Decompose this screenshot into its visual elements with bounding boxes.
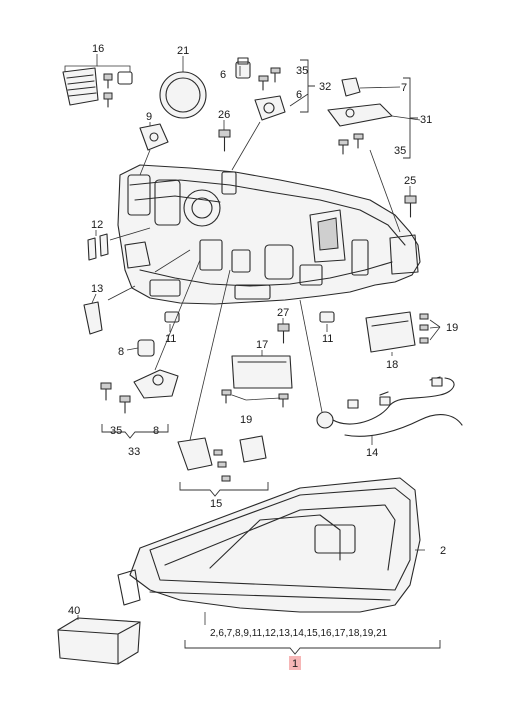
callout-8-bottom: 8	[153, 425, 159, 437]
callout-2: 2	[440, 545, 446, 557]
headlight-housing	[117, 164, 421, 305]
leader-lines	[64, 54, 441, 625]
callout-11-left: 11	[165, 333, 176, 345]
callout-19-center: 19	[240, 414, 252, 426]
callout-35-top: 35	[296, 65, 308, 77]
callout-35-right: 35	[394, 145, 406, 157]
braces	[101, 59, 441, 655]
part-17-control-module	[221, 355, 293, 408]
callout-12: 12	[91, 219, 103, 231]
callout-32: 32	[319, 81, 331, 93]
part-6-holder-top	[235, 57, 286, 121]
callout-16: 16	[92, 43, 104, 55]
callout-40: 40	[68, 605, 80, 617]
callout-17: 17	[256, 339, 268, 351]
part-27-screw	[277, 323, 290, 344]
part-18-control-module	[365, 311, 429, 353]
part-7-31-bracket	[327, 77, 393, 155]
callout-6-top: 6	[220, 69, 226, 81]
part-16-cover	[62, 67, 133, 108]
part-8-bracket-assy	[100, 339, 179, 414]
callout-11-right: 11	[322, 333, 333, 345]
callout-labels: 16 21 6 35 32 6 7 31 35 9 26 25 12 13 11…	[68, 43, 458, 670]
callout-7: 7	[401, 82, 407, 94]
callout-1-highlight	[289, 656, 301, 670]
callout-21: 21	[177, 45, 189, 57]
part-21-cap	[159, 71, 207, 119]
part-14-wiring-harness	[316, 376, 463, 437]
part-2-headlight-assembly	[117, 477, 421, 613]
part-25-screw	[404, 195, 417, 218]
callout-14: 14	[366, 447, 378, 459]
part-15-bracket	[177, 435, 267, 482]
callout-9: 9	[146, 111, 152, 123]
part-9-actuator	[139, 123, 169, 151]
callout-6-right: 6	[296, 89, 302, 101]
callout-8-left: 8	[118, 346, 124, 358]
callout-33: 33	[128, 446, 140, 458]
callout-26: 26	[218, 109, 230, 121]
callout-15: 15	[210, 498, 222, 510]
callout-13: 13	[91, 283, 103, 295]
part-26-screw	[218, 129, 231, 152]
callout-part-list: 2,6,7,8,9,11,12,13,14,15,16,17,18,19,21	[210, 628, 388, 639]
part-11-nut-right	[319, 311, 335, 323]
part-40-kit-box	[57, 617, 141, 665]
callout-25: 25	[404, 175, 416, 187]
callout-31: 31	[420, 114, 432, 126]
callout-18: 18	[386, 359, 398, 371]
callout-27: 27	[277, 307, 289, 319]
part-13-plug	[83, 301, 103, 335]
part-12-clips	[87, 233, 109, 261]
callout-1: 1	[292, 658, 298, 670]
callout-19-right: 19	[446, 322, 458, 334]
callout-35-left: 35	[110, 425, 122, 437]
